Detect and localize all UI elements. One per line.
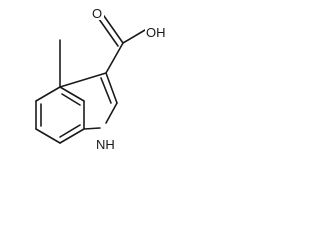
atom-label-hydroxyl: OH	[146, 25, 166, 40]
bond-c7a-c3a-double	[61, 93, 81, 106]
chemical-structure-diagram: O OH NH	[0, 0, 180, 162]
bond-c3-carboxyl	[105, 42, 124, 74]
bond-carbonyl	[103, 15, 124, 44]
bond-c2-n1	[105, 102, 118, 124]
structure-drawing: O OH NH	[35, 6, 168, 152]
bond-carbonyl-double	[98, 18, 119, 47]
bond-c7a-c3a	[59, 86, 85, 102]
bond-c-oh	[122, 29, 146, 44]
bond-c6-c7	[59, 128, 85, 144]
bond-c5-c6	[35, 128, 61, 144]
bond-c3a-c4	[35, 86, 61, 102]
bond-n1-c7a	[83, 127, 101, 130]
bond-c6-c7-double	[59, 124, 81, 138]
atom-label-nh: NH	[96, 137, 115, 152]
bond-c3a-c3	[59, 72, 107, 88]
atom-label-carbonyl-o: O	[92, 6, 102, 21]
bond-c3-c2	[105, 72, 118, 104]
bond-c3-c2-double	[100, 77, 112, 104]
